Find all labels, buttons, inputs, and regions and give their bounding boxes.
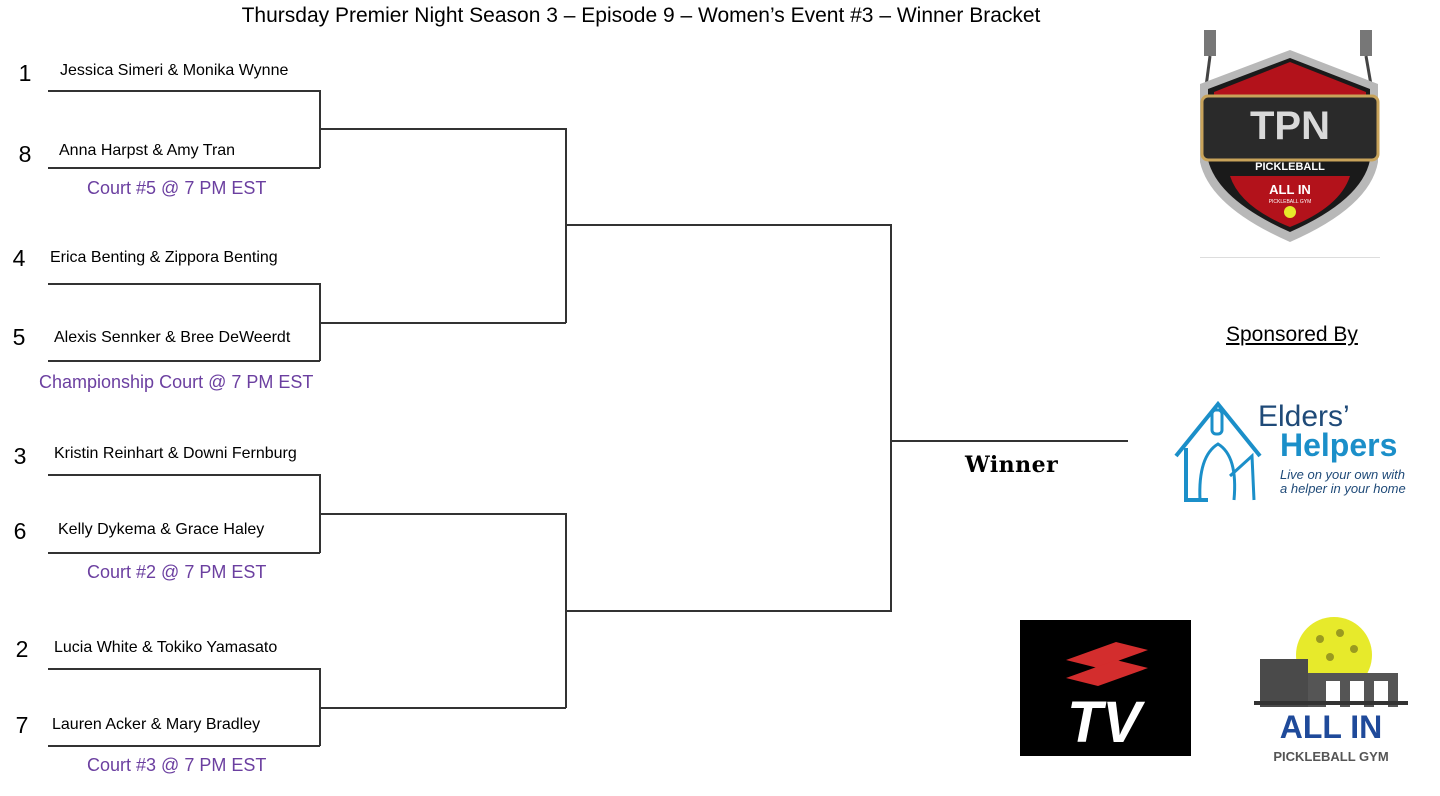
tpn-badge-sub-text: PICKLEBALL GYM xyxy=(1269,199,1312,205)
seed-number: 8 xyxy=(18,141,32,167)
court-info: Court #5 @ 7 PM EST xyxy=(87,178,267,198)
bracket-line xyxy=(319,707,566,709)
bracket-line xyxy=(565,224,892,226)
team-name: Alexis Sennker & Bree DeWeerdt xyxy=(54,329,291,346)
tpn-sub-text: PICKLEBALL xyxy=(1255,161,1325,173)
winner-label: Winner xyxy=(965,452,1059,478)
bracket-line xyxy=(319,322,566,324)
team-name: Erica Benting & Zippora Benting xyxy=(50,249,278,266)
team-name: Kristin Reinhart & Downi Fernburg xyxy=(54,445,297,462)
bracket-line xyxy=(319,513,566,515)
bracket-line xyxy=(890,224,892,611)
bracket-line xyxy=(48,474,320,476)
court-info: Court #2 @ 7 PM EST xyxy=(87,562,267,582)
bracket-line xyxy=(48,283,320,285)
seed-number: 2 xyxy=(15,636,29,662)
team-name: Anna Harpst & Amy Tran xyxy=(59,142,236,159)
tpn-main-text: TPN xyxy=(1250,104,1330,148)
seed-number: 7 xyxy=(15,712,29,738)
tpn-badge-text: ALL IN xyxy=(1269,182,1311,197)
sponsored-by-heading: Sponsored By xyxy=(1226,323,1358,346)
seed-number: 3 xyxy=(13,443,27,469)
bracket-line xyxy=(890,440,1128,442)
elders-tagline2-text: a helper in your home xyxy=(1280,481,1406,496)
bracket-line xyxy=(48,90,320,92)
bracket-line xyxy=(565,128,567,323)
team-name: Lauren Acker & Mary Bradley xyxy=(52,716,261,733)
allin-line2-text: PICKLEBALL GYM xyxy=(1273,749,1388,764)
bracket-line xyxy=(319,128,566,130)
court-info: Championship Court @ 7 PM EST xyxy=(39,372,314,392)
seed-number: 4 xyxy=(12,245,26,271)
bracket-line xyxy=(565,610,892,612)
bracket-line xyxy=(48,552,320,554)
elders-helpers-logo: Elders’ Helpers Live on your own with a … xyxy=(1168,396,1418,506)
team-name: Jessica Simeri & Monika Wynne xyxy=(60,62,289,79)
team-name: Kelly Dykema & Grace Haley xyxy=(58,521,265,538)
allin-line1-text: ALL IN xyxy=(1280,709,1383,745)
elders-line2-text: Helpers xyxy=(1280,427,1397,463)
tpn-logo: TPN PICKLEBALL ALL IN PICKLEBALL GYM xyxy=(1190,22,1390,267)
bracket-line xyxy=(48,167,320,169)
seed-number: 1 xyxy=(18,60,32,86)
court-info: Court #3 @ 7 PM EST xyxy=(87,755,267,775)
bracket-line xyxy=(48,360,320,362)
elders-line1-text: Elders’ xyxy=(1258,400,1350,433)
page-title: Thursday Premier Night Season 3 – Episod… xyxy=(241,4,1041,27)
seed-number: 6 xyxy=(13,518,27,544)
team-name: Lucia White & Tokiko Yamasato xyxy=(54,639,278,656)
seed-number: 5 xyxy=(12,324,26,350)
all-in-logo: ALL IN PICKLEBALL GYM xyxy=(1250,615,1412,770)
elders-tagline1-text: Live on your own with xyxy=(1280,467,1405,482)
bracket-line xyxy=(48,745,320,747)
bracket-line xyxy=(48,668,320,670)
stv-text: TV xyxy=(1067,690,1145,755)
selkirk-tv-logo: TV xyxy=(1020,620,1191,756)
